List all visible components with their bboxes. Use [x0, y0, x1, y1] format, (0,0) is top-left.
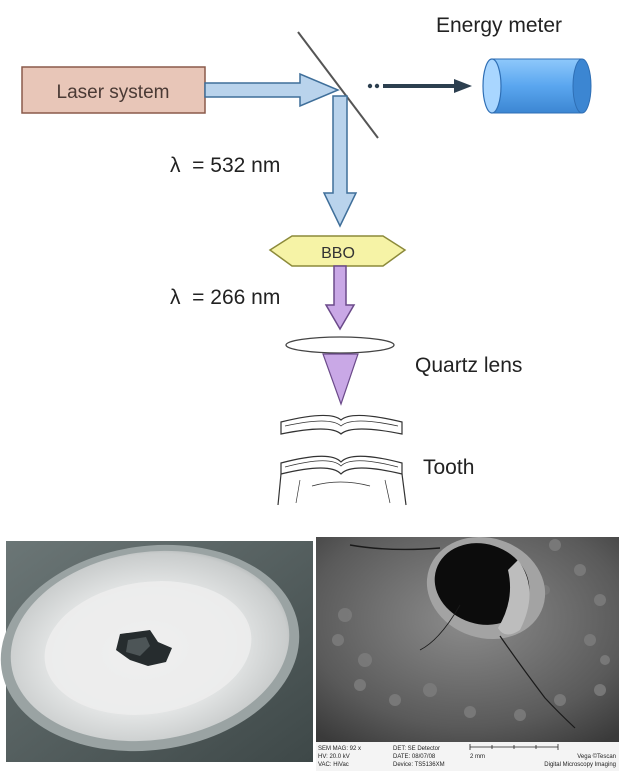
tooth-sketch	[278, 415, 406, 505]
sem-scale-label: 2 mm	[470, 754, 485, 760]
sem-device: Device: TS5136XM	[393, 762, 445, 768]
sem-mag: SEM MAG: 92 x	[318, 746, 361, 752]
tooth-label: Tooth	[423, 456, 474, 479]
beam-arrow-532nm	[324, 96, 356, 226]
quartz-lens	[286, 337, 394, 353]
sem-det: DET: SE Detector	[393, 746, 440, 752]
beam-arrow-266nm	[326, 266, 354, 329]
beam-arrow-horizontal	[205, 74, 338, 106]
bbo-label: BBO	[321, 245, 355, 262]
wavelength-532-label: λ = 532 nm	[170, 154, 280, 177]
energy-meter-icon	[483, 59, 591, 113]
sem-vac: VAC: HiVac	[318, 762, 349, 768]
quartz-lens-label: Quartz lens	[415, 354, 522, 377]
reflected-beam-dashed-arrow	[368, 79, 472, 93]
focused-beam-cone	[323, 354, 358, 404]
sem-image: SEM MAG: 92 x HV: 20.0 kV VAC: HiVac DET…	[316, 522, 619, 771]
energy-meter-label: Energy meter	[436, 14, 562, 37]
sem-hv: HV: 20.0 kV	[318, 754, 350, 760]
tooth-slice-photo	[0, 526, 313, 770]
wavelength-266-label: λ = 266 nm	[170, 286, 280, 309]
sem-date: DATE: 08/07/08	[393, 754, 436, 760]
sem-vega: Vega ©Tescan	[577, 753, 616, 760]
laser-system-label: Laser system	[57, 82, 170, 103]
sem-dmi: Digital Microscopy Imaging	[544, 762, 616, 768]
